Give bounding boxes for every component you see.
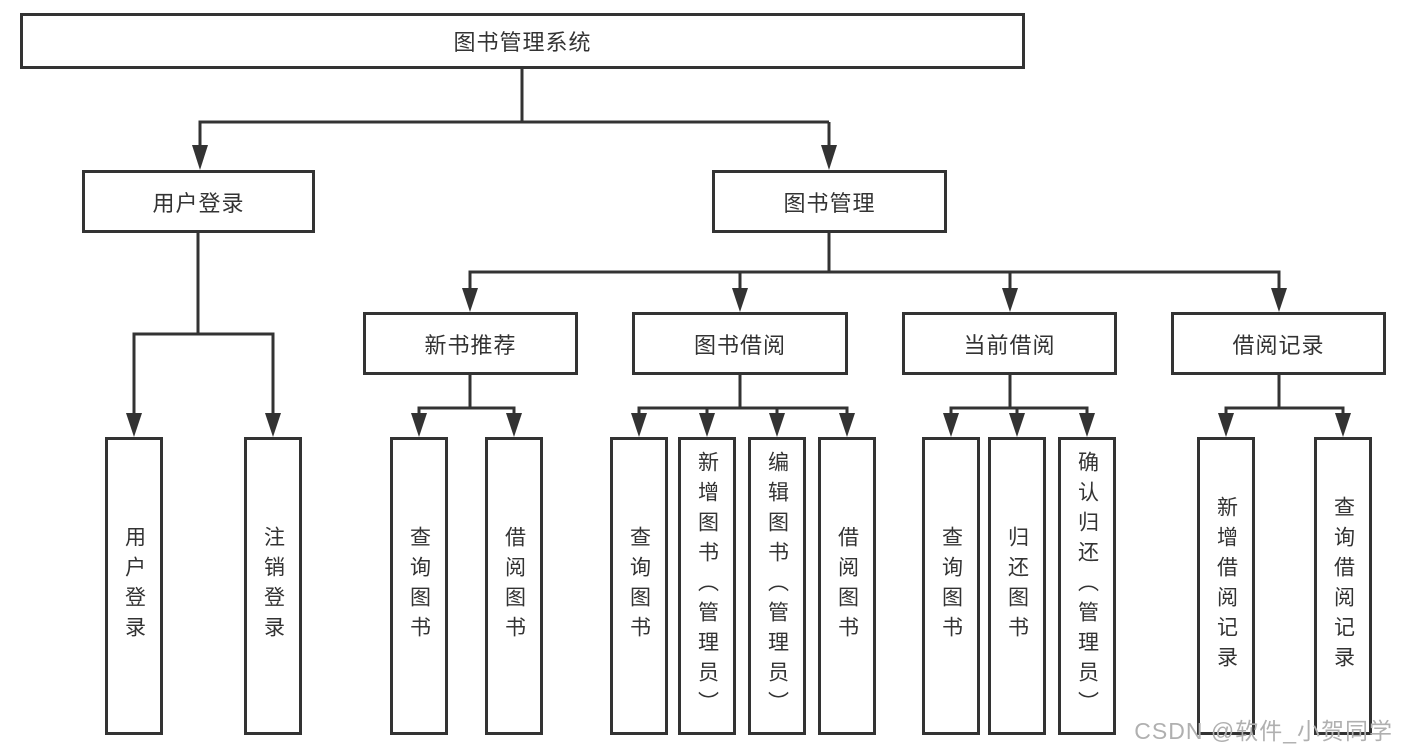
leaf-edit-books-admin: 编辑图书（管理员） [748,437,806,735]
connector-records-to-leaves [1224,375,1345,416]
leaf-borrow-books-recommend: 借阅图书 [485,437,543,735]
leaf-add-borrow-record: 新增借阅记录 [1197,437,1255,735]
arrow-down-icon [192,145,208,170]
leaf-confirm-return-admin-label: 确认归还（管理员） [1075,451,1099,721]
arrow-down-icon [1218,413,1234,437]
node-borrow-records: 借阅记录 [1171,312,1386,375]
connector-bookmgmt-to-level3 [468,233,1281,290]
connector-currentborrow-to-leaves [949,375,1089,416]
leaf-return-books-label: 归还图书 [1005,526,1029,646]
connector-bookborrow-to-leaves [637,375,849,416]
leaf-query-borrow-record-label: 查询借阅记录 [1331,496,1355,676]
leaf-user-login-label: 用户登录 [122,526,146,646]
leaf-query-books-current-label: 查询图书 [939,526,963,646]
leaf-add-borrow-record-label: 新增借阅记录 [1214,496,1238,676]
node-library-system: 图书管理系统 [20,13,1025,69]
arrow-down-icon [411,413,427,437]
leaf-edit-books-admin-label: 编辑图书（管理员） [765,451,789,721]
leaf-query-books-current: 查询图书 [922,437,980,735]
arrow-down-icon [1335,413,1351,437]
leaf-user-login: 用户登录 [105,437,163,735]
node-new-book-recommend-label: 新书推荐 [424,332,517,358]
csdn-watermark: CSDN @软件_小贺同学 [1134,718,1393,744]
arrow-down-icon [1009,413,1025,437]
arrow-down-icon [126,413,142,437]
leaf-logout: 注销登录 [244,437,302,735]
leaf-query-borrow-record: 查询借阅记录 [1314,437,1372,735]
leaf-confirm-return-admin: 确认归还（管理员） [1058,437,1116,735]
node-user-login-label: 用户登录 [152,190,245,216]
arrow-down-icon [821,145,837,170]
node-user-login: 用户登录 [82,170,315,233]
arrow-down-icon [1271,288,1287,312]
arrowheads [126,145,1351,437]
node-book-management-label: 图书管理 [783,190,876,216]
leaf-return-books: 归还图书 [988,437,1046,735]
arrow-down-icon [631,413,647,437]
connector-root-to-level2 [198,69,831,148]
node-new-book-recommend: 新书推荐 [363,312,578,375]
connector-userlogin-to-leaves [132,233,275,415]
node-book-borrow-label: 图书借阅 [693,332,786,358]
connector-newbook-to-leaves [417,375,516,416]
leaf-query-books-borrow-label: 查询图书 [627,526,651,646]
arrow-down-icon [943,413,959,437]
arrow-down-icon [699,413,715,437]
node-book-borrow: 图书借阅 [632,312,848,375]
arrow-down-icon [1079,413,1095,437]
arrow-down-icon [839,413,855,437]
arrow-down-icon [732,288,748,312]
leaf-query-books-borrow: 查询图书 [610,437,668,735]
leaf-query-books-recommend: 查询图书 [390,437,448,735]
arrow-down-icon [769,413,785,437]
leaf-add-books-admin-label: 新增图书（管理员） [695,451,719,721]
leaf-borrow-books-label: 借阅图书 [835,526,859,646]
arrow-down-icon [462,288,478,312]
leaf-borrow-books: 借阅图书 [818,437,876,735]
node-current-borrow-label: 当前借阅 [963,332,1056,358]
node-borrow-records-label: 借阅记录 [1232,332,1325,358]
leaf-borrow-books-recommend-label: 借阅图书 [502,526,526,646]
arrow-down-icon [1002,288,1018,312]
node-current-borrow: 当前借阅 [902,312,1117,375]
node-library-system-label: 图书管理系统 [453,30,592,55]
node-book-management: 图书管理 [712,170,947,233]
leaf-logout-label: 注销登录 [261,526,285,646]
leaf-query-books-recommend-label: 查询图书 [407,526,431,646]
arrow-down-icon [265,413,281,437]
arrow-down-icon [506,413,522,437]
leaf-add-books-admin: 新增图书（管理员） [678,437,736,735]
